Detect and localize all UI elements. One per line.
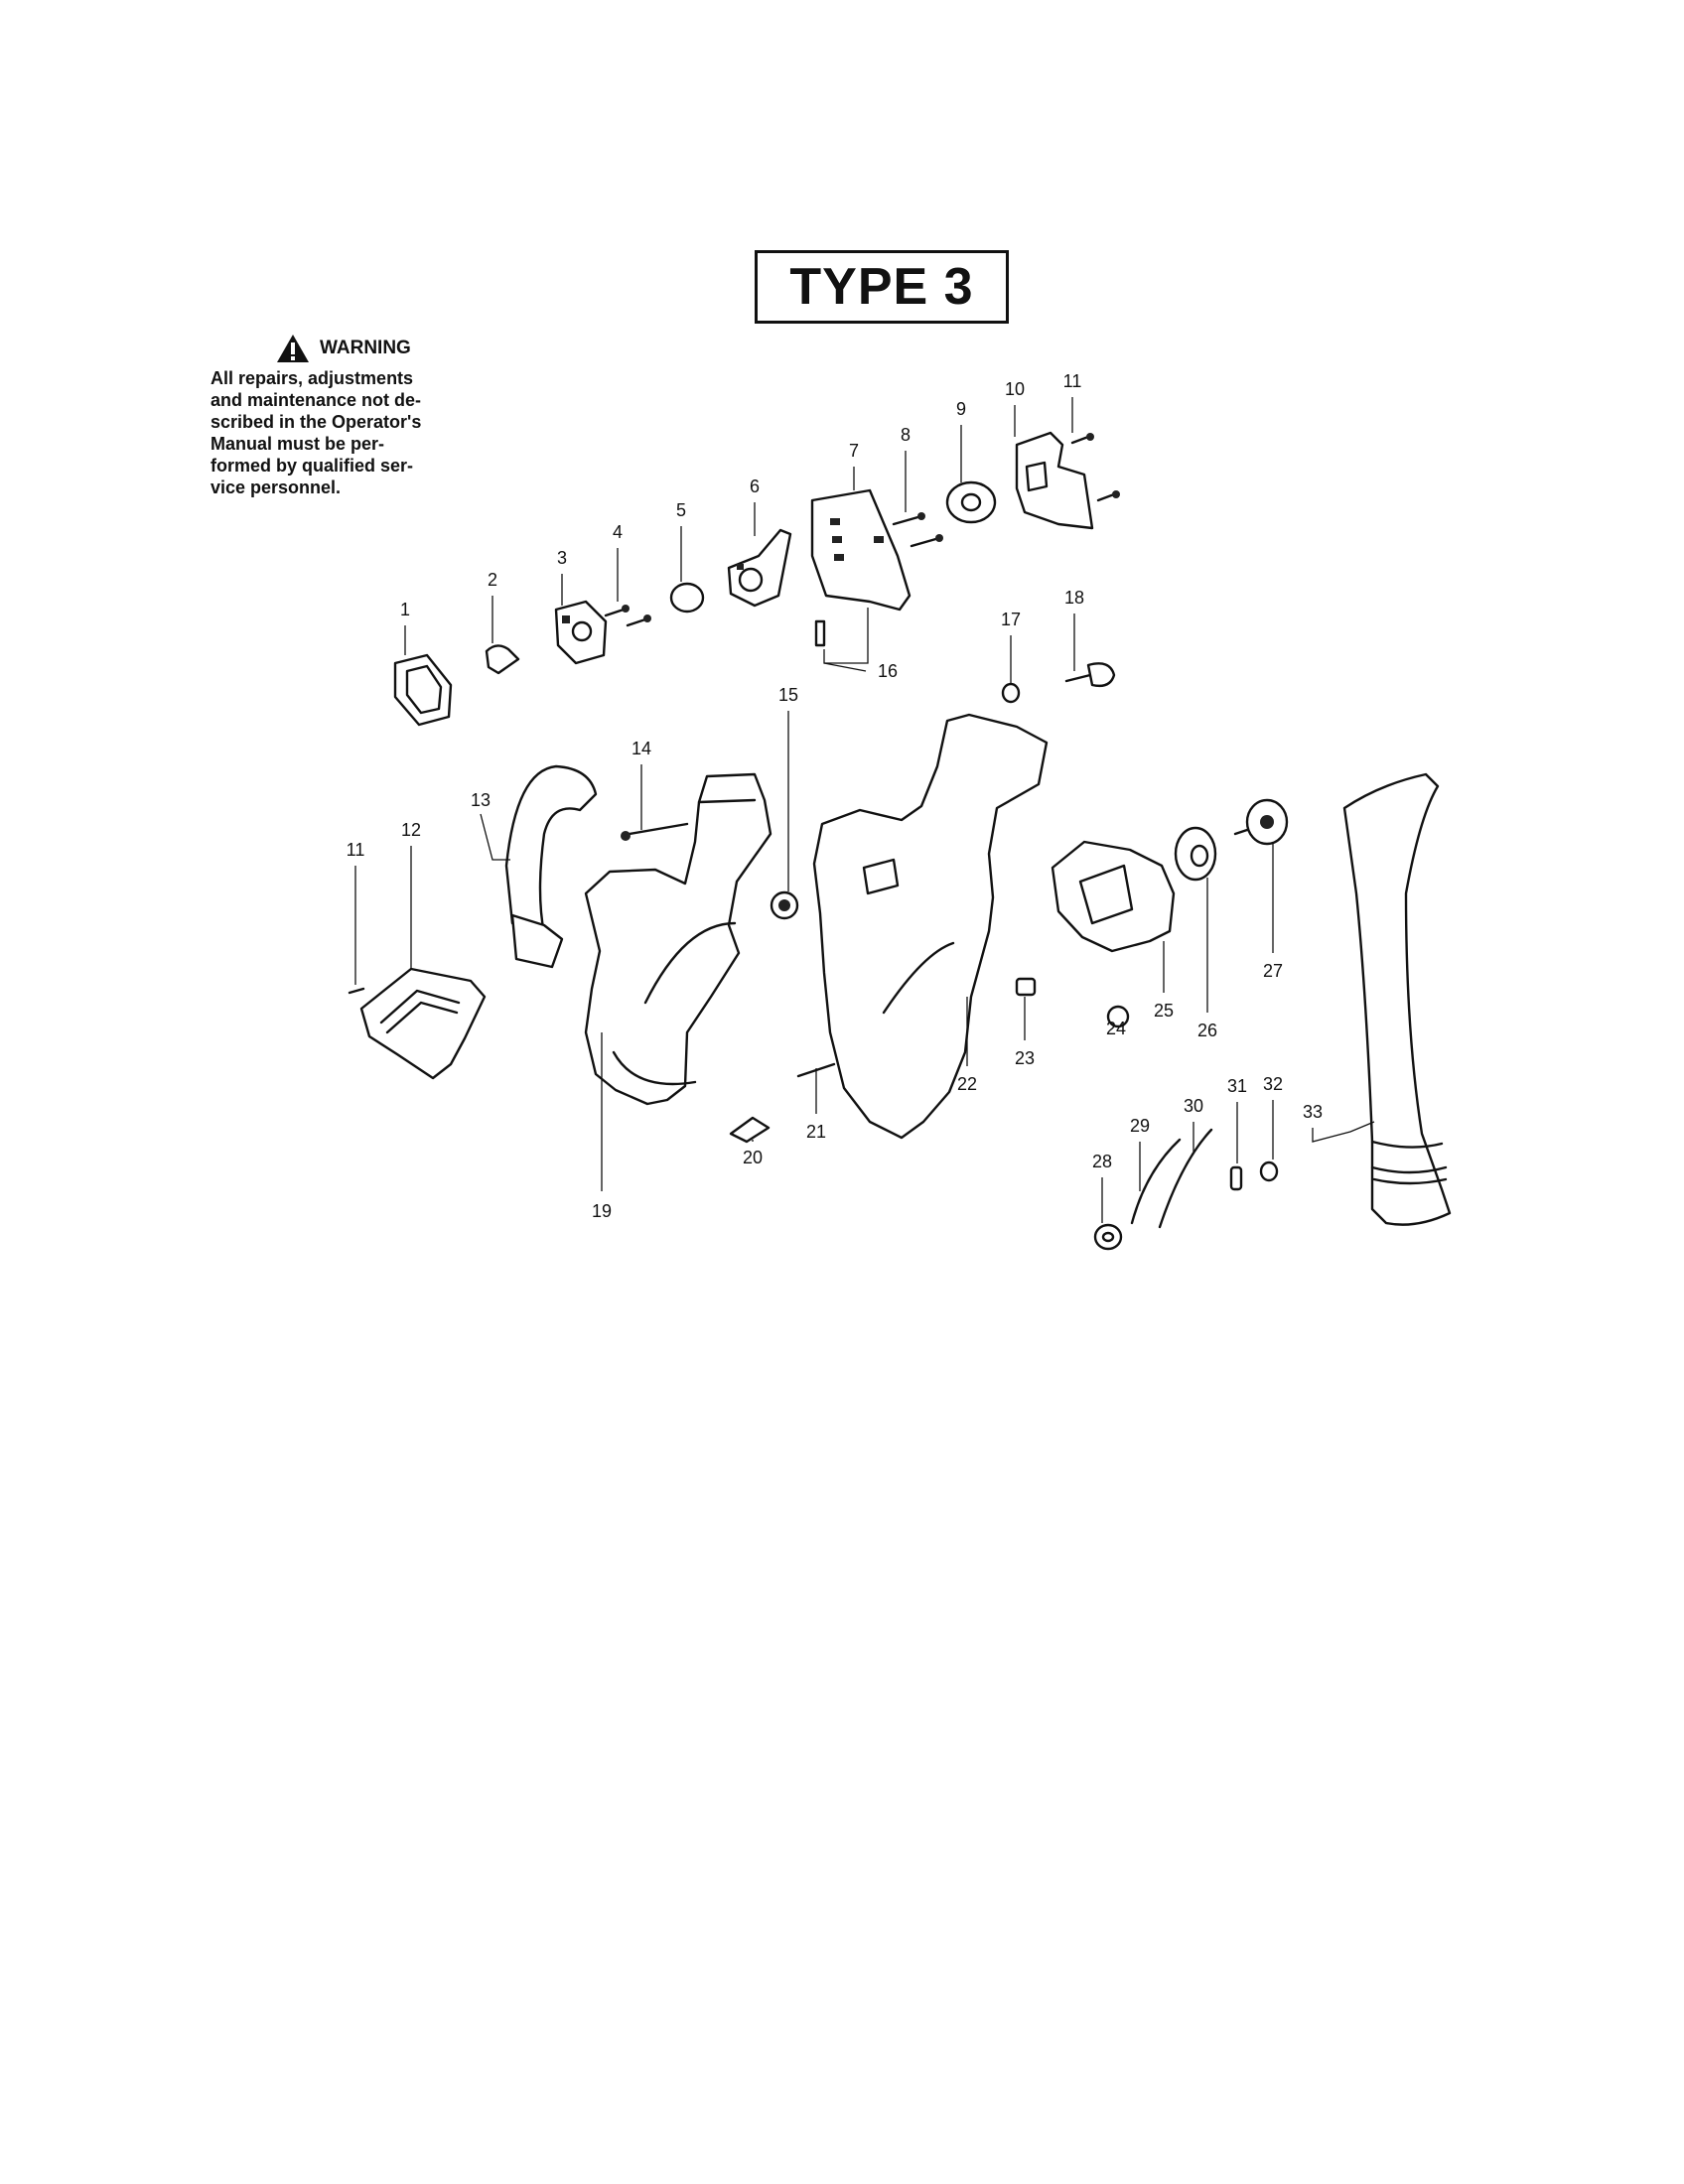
part-18-knob — [1064, 662, 1116, 688]
warning-title: WARNING — [320, 338, 411, 358]
callout-8: 8 — [901, 425, 911, 445]
part-4-screws — [604, 605, 651, 627]
part-8-screws — [892, 512, 943, 548]
callout-25: 25 — [1154, 1001, 1174, 1021]
callout-28: 28 — [1092, 1152, 1112, 1171]
callout-1: 1 — [400, 600, 410, 619]
warning-triangle-icon — [277, 335, 309, 362]
part-7-cover-plate — [810, 488, 912, 612]
part-27-nut-assembly — [1233, 798, 1289, 846]
warning-line: formed by qualified ser- — [210, 456, 414, 476]
warning-line: vice personnel. — [210, 478, 342, 497]
part-33-blower-tube — [1342, 772, 1452, 1226]
part-3-adaptor — [554, 600, 608, 665]
part-15-fan — [770, 890, 799, 920]
callout-21: 21 — [806, 1122, 826, 1142]
callout-6: 6 — [750, 477, 760, 496]
part-26-washer — [1174, 826, 1217, 882]
part-12-muffler-shield — [359, 967, 487, 1080]
warning-header: WARNING — [276, 334, 459, 363]
callout-5: 5 — [676, 500, 686, 520]
callout-33: 33 — [1303, 1102, 1323, 1122]
callout-22: 22 — [957, 1074, 977, 1094]
part-2-plug — [485, 644, 520, 675]
part-6-carburetor — [727, 528, 792, 608]
callout-31: 31 — [1227, 1076, 1247, 1096]
callout-20: 20 — [743, 1148, 763, 1167]
callout-23: 23 — [1015, 1048, 1035, 1068]
part-31-fuel-filter — [1229, 1165, 1243, 1191]
diagram-title: TYPE 3 — [789, 258, 974, 316]
part-1-gasket — [393, 653, 453, 727]
part-9-bushing — [945, 480, 997, 524]
part-11-screws — [348, 433, 1120, 995]
warning-text: All repairs, adjustments and maintenance… — [210, 367, 459, 498]
callout-15: 15 — [778, 685, 798, 705]
callout-11-top: 11 — [1063, 371, 1082, 391]
part-23-seal — [1015, 977, 1037, 997]
callout-leaders — [354, 397, 1375, 1223]
callout-24: 24 — [1106, 1019, 1126, 1038]
part-16-clip — [814, 619, 826, 647]
part-24-grommet — [1106, 1005, 1130, 1028]
part-20-clip — [729, 1116, 771, 1144]
part-14-screw — [621, 822, 689, 841]
callout-3: 3 — [557, 548, 567, 568]
callout-2: 2 — [488, 570, 497, 590]
callout-11-left: 11 — [347, 840, 365, 860]
part-13-handle — [504, 764, 598, 969]
callout-16: 16 — [878, 661, 898, 681]
callout-14: 14 — [632, 739, 651, 758]
warning-line: scribed in the Operator's — [210, 412, 422, 432]
part-30-fuel-line — [1158, 1128, 1213, 1229]
part-10-bracket — [1015, 431, 1094, 530]
warning-notice: WARNING All repairs, adjustments and mai… — [210, 334, 459, 498]
callout-18: 18 — [1064, 588, 1084, 608]
callout-17: 17 — [1001, 610, 1021, 629]
callout-4: 4 — [613, 522, 623, 542]
callout-7: 7 — [849, 441, 859, 461]
callout-19: 19 — [592, 1201, 612, 1221]
part-25-filter-housing — [1051, 840, 1176, 953]
part-17-nut — [1001, 682, 1021, 704]
callout-12: 12 — [401, 820, 421, 840]
part-32-grommet — [1259, 1160, 1279, 1182]
callout-13: 13 — [471, 790, 491, 810]
part-19-blower-housing — [584, 772, 772, 1106]
part-22-housing-half — [812, 713, 1049, 1140]
warning-line: All repairs, adjustments — [210, 368, 414, 388]
title-box: TYPE 3 — [755, 250, 1009, 324]
callout-26: 26 — [1197, 1021, 1217, 1040]
warning-line: Manual must be per- — [210, 434, 385, 454]
callout-labels: 1 2 3 4 5 6 7 8 9 10 11 11 12 13 14 15 1… — [347, 371, 1323, 1221]
callout-30: 30 — [1184, 1096, 1203, 1116]
part-5-cap — [669, 582, 705, 614]
callout-27: 27 — [1263, 961, 1283, 981]
part-29-fuel-line — [1130, 1138, 1182, 1225]
callout-9: 9 — [956, 399, 966, 419]
callout-29: 29 — [1130, 1116, 1150, 1136]
callout-32: 32 — [1263, 1074, 1283, 1094]
part-28-washer — [1093, 1223, 1123, 1251]
callout-10: 10 — [1005, 379, 1025, 399]
warning-line: and maintenance not de- — [210, 390, 422, 410]
